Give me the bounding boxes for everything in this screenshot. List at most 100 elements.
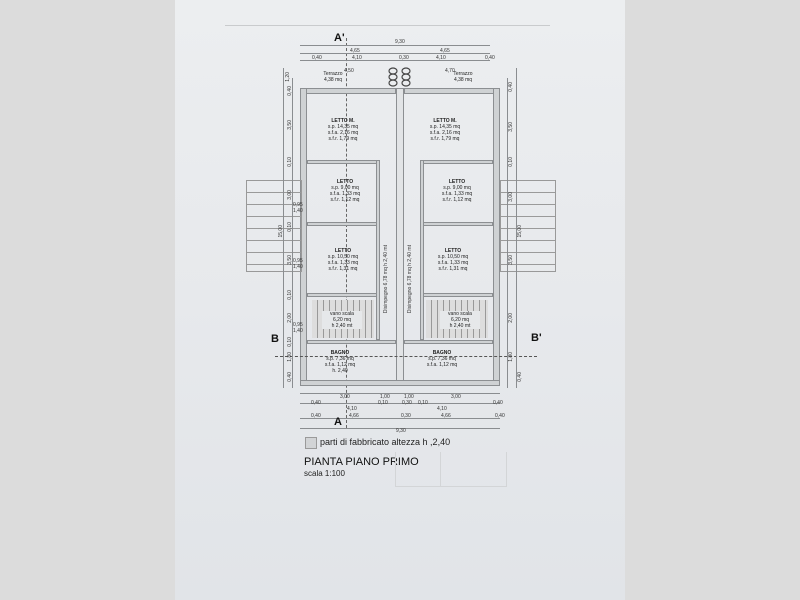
bottom-dim-r1-3: 3,00 <box>451 394 461 400</box>
bottom-dim-line-3 <box>300 418 500 419</box>
side-dim-r6: 1,80 <box>508 352 514 362</box>
room-disimpegno-right: Disimpegno 6,78 mq h 2,40 mt <box>407 245 413 313</box>
room-sp: 6,78 mq <box>407 267 413 286</box>
wall-bottom <box>300 380 500 386</box>
side-dim-r7: 0,40 <box>517 372 523 382</box>
legend-label: parti di fabbricato altezza h ,2,40 <box>320 437 451 447</box>
room-sfa: s.f.a. 1,33 mq <box>441 191 473 197</box>
room-name: LETTO <box>444 248 462 254</box>
section-marker-b-right: B' <box>531 332 542 344</box>
room-sfa: s.f.a. 1,33 mq <box>327 260 359 266</box>
legend-swatch <box>305 437 317 449</box>
side-dim-r5: 2,00 <box>508 313 514 323</box>
bottom-dim-r1-1: 1,00 <box>380 394 390 400</box>
room-letto1-left: LETTO s.p. 9,00 mq s.f.a. 1,33 mq s.f.r.… <box>320 179 370 203</box>
terrace-width-right: 4,70 <box>445 68 455 74</box>
bottom-dim-r2-2: 0,30 <box>402 400 412 406</box>
drawing-title: PIANTA PIANO PRIMO <box>304 456 419 468</box>
bottom-dim-r3-4: 0,40 <box>495 413 505 419</box>
room-bagno-left: BAGNO s.p. 7,36 mq s.f.a. 1,12 mq h. 2,4… <box>318 350 362 374</box>
side-dim-line-left-outer <box>283 68 284 388</box>
title-block-frame <box>395 452 507 487</box>
side-dim-l10: 1,80 <box>287 352 293 362</box>
top-dim-line-3 <box>300 60 490 61</box>
side-dim-r1: 3,50 <box>508 122 514 132</box>
wall-right-outer <box>493 88 500 386</box>
room-sp: s.p. 7,36 mq <box>428 356 456 362</box>
chimney-coils-icon <box>387 67 413 89</box>
room-sfr: s.f.r. 1,31 mq <box>438 266 468 272</box>
room-letto2-left: LETTO s.p. 10,50 mq s.f.a. 1,33 mq s.f.r… <box>318 248 368 272</box>
top-dim-total: 9,30 <box>395 39 405 45</box>
section-marker-b-left: B <box>271 333 279 345</box>
side-dim-r3: 3,00 <box>508 192 514 202</box>
side-dim-line-right-outer <box>516 68 517 388</box>
side-dim-line-right-inner <box>507 78 508 388</box>
room-sp: s.p. 10,50 mq <box>437 254 469 260</box>
room-sp: s.p. 9,00 mq <box>443 185 471 191</box>
room-sfa: s.f.a. 1,33 mq <box>329 191 361 197</box>
room-sp: 6,78 mq <box>383 267 389 286</box>
side-dim-l1: 0,40 <box>287 86 293 96</box>
side-dim-l0: 1,20 <box>285 72 291 82</box>
wall-partition-r3 <box>420 293 493 297</box>
room-terrace-right: Terrazzo 4,38 mq <box>448 71 478 83</box>
section-marker-a-bottom: A <box>334 416 342 428</box>
room-sfr: s.f.r. 1,12 mq <box>330 197 360 203</box>
room-sp: s.p. 14,35 mq <box>429 124 461 130</box>
room-name: LETTO <box>448 179 466 185</box>
room-height: h 2,40 mt <box>449 323 471 329</box>
side-dim-l2: 3,50 <box>287 120 293 130</box>
top-dim-line-2 <box>300 53 490 54</box>
bottom-dim-r3-3: 4,66 <box>441 413 451 419</box>
room-area: 4,38 mq <box>323 77 343 83</box>
wall-partition-l4 <box>307 340 396 344</box>
room-name: LETTO M. <box>433 118 457 124</box>
side-dim-line-left-inner <box>292 78 293 388</box>
room-name: BAGNO <box>432 350 452 356</box>
room-letto-m-right: LETTO M. s.p. 14,35 mq s.f.a. 2,16 mq s.… <box>420 118 470 142</box>
top-dim-center: 0,30 <box>399 55 409 61</box>
wall-partition-r2 <box>420 222 493 226</box>
room-name: Disimpegno <box>383 286 389 314</box>
drawing-scale: scala 1:100 <box>304 469 345 478</box>
wall-corridor-l <box>376 160 380 340</box>
top-dim-inner-right: 4,10 <box>436 55 446 61</box>
room-name: vano scala <box>330 311 354 317</box>
terrace-width-left: 4,50 <box>344 68 354 74</box>
bottom-dim-r2-1: 0,10 <box>378 400 388 406</box>
room-sfr: s.f.r. 1,12 mq <box>442 197 472 203</box>
room-sp: s.p. 14,35 mq <box>327 124 359 130</box>
room-sfa: s.f.a. 2,16 mq <box>429 130 461 136</box>
room-sfa: s.f.a. 1,12 mq <box>324 362 356 368</box>
wall-partition-l2 <box>307 222 380 226</box>
room-name: Terrazzo <box>323 71 343 77</box>
room-sp: 6,20 mq <box>450 317 470 323</box>
side-dim-r0: 0,40 <box>508 82 514 92</box>
wall-partition-r1 <box>420 160 493 164</box>
room-bagno-right: BAGNO s.p. 7,36 mq s.f.a. 1,12 mq <box>420 350 464 368</box>
side-dim-l5: 0,10 <box>287 222 293 232</box>
wall-top-left <box>300 88 396 94</box>
section-line-a <box>346 38 347 428</box>
bottom-dim-r2-inner-right: 4,10 <box>437 406 447 412</box>
room-sfr: s.f.r. 1,79 mq <box>430 136 460 142</box>
bottom-dim-r1-2: 1,00 <box>404 394 414 400</box>
room-height: h. 2,40 <box>332 368 348 374</box>
window-note-2: 0,95 1,40 <box>293 258 303 270</box>
top-dim-edge-left: 0,40 <box>312 55 322 61</box>
wall-top-right <box>404 88 500 94</box>
room-sp: s.p. 9,00 mq <box>331 185 359 191</box>
wall-center-party <box>396 88 404 386</box>
room-disimpegno-left: Disimpegno 6,78 mq h 2,40 mt <box>383 245 389 313</box>
top-dim-edge-right: 0,40 <box>485 55 495 61</box>
room-vano-scala-left: vano scala 6,20 mq h 2,40 mt <box>322 311 362 329</box>
room-area: 4,38 mq <box>453 77 473 83</box>
room-sfa: s.f.a. 1,12 mq <box>426 362 458 368</box>
room-sp: s.p. 7,36 mq <box>326 356 354 362</box>
room-sfa: s.f.a. 2,16 mq <box>327 130 359 136</box>
bottom-dim-r3-2: 0,30 <box>401 413 411 419</box>
bottom-dim-r3-1: 4,66 <box>349 413 359 419</box>
bottom-dim-r2-4: 0,40 <box>493 400 503 406</box>
room-height: h 2,40 mt <box>407 245 413 266</box>
